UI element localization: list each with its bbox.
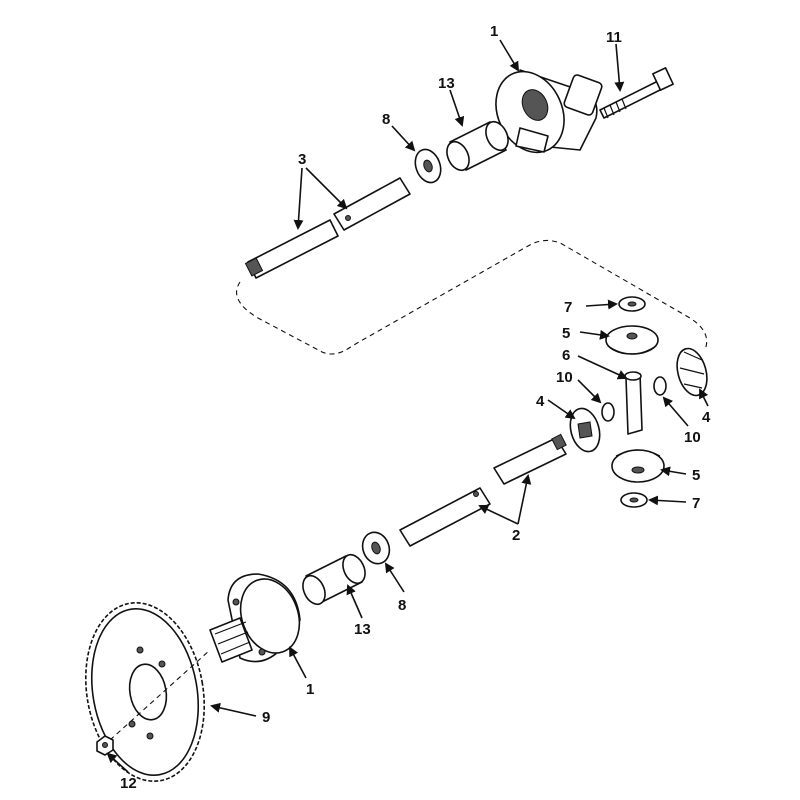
callout-6: 6 [562,347,570,364]
callout-8-bottom: 8 [398,597,406,614]
washer-top [414,148,442,184]
callout-5-top: 5 [562,325,570,342]
callout-1-bottom: 1 [306,681,314,698]
bolt [599,67,674,119]
axle-shaft-left-bottom [399,487,491,547]
cross-pin [624,371,643,435]
callout-5-bottom: 5 [692,467,700,484]
callout-12: 12 [120,775,137,792]
callout-2: 2 [512,527,520,544]
axle-shaft-right-top [333,177,411,231]
sleeve-top [446,120,509,172]
sprocket [84,601,206,783]
callout-4-left: 4 [536,393,545,410]
leader-arrows [106,39,709,773]
pinion-gear-bottom [611,449,665,483]
callout-3: 3 [298,151,306,168]
assembly-dashed-outline [236,239,708,355]
side-gear-left [569,407,601,453]
axle-shaft-right-bottom [493,433,567,485]
thrust-washer-top [618,296,646,312]
retaining-ring-right [653,376,667,396]
callout-1-top: 1 [490,23,498,40]
axle-shaft-left-top [244,219,339,279]
nut [96,735,114,756]
differential-housing-top [495,69,603,154]
differential-housing-bottom [209,573,301,663]
callout-7-bottom: 7 [692,495,700,512]
side-gear-right [676,347,708,397]
callout-11: 11 [606,29,622,46]
callout-7-top: 7 [564,299,572,316]
sleeve-bottom [302,553,366,606]
thrust-washer-bottom [620,492,648,508]
callout-8-top: 8 [382,111,390,128]
callout-10-right: 10 [684,429,701,446]
callout-13-bottom: 13 [354,621,371,638]
pinion-gear-top [605,325,659,355]
retaining-ring-left [601,402,615,422]
callout-13-top: 13 [438,75,455,92]
sprocket-dashed-axis [109,649,211,741]
washer-bottom [361,531,391,565]
callout-9: 9 [262,709,270,726]
callout-4-right: 4 [702,409,711,426]
callout-10-left: 10 [556,369,573,386]
